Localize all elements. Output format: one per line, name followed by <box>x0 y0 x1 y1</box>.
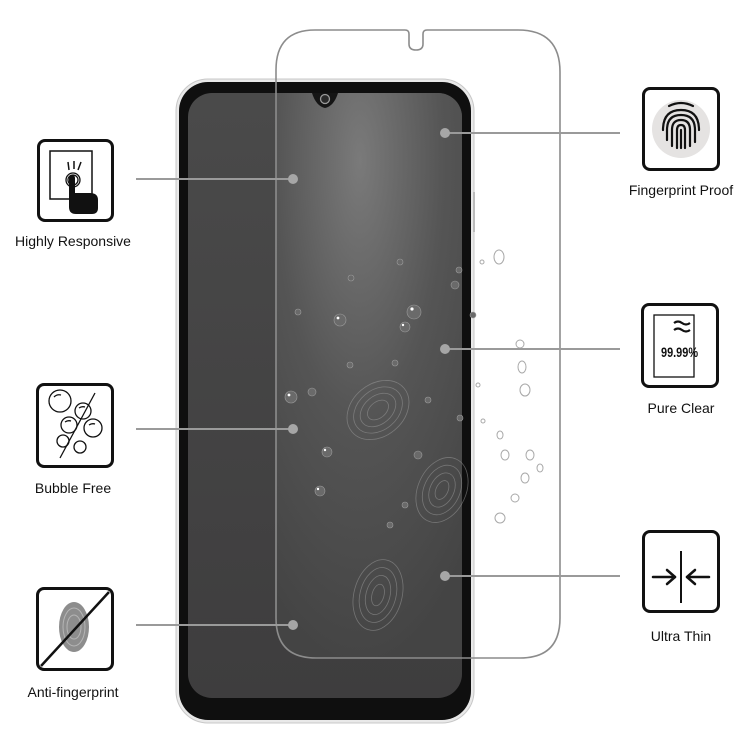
leader-dot-fingerprint-proof <box>440 128 450 138</box>
feature-label: Bubble Free <box>34 480 112 496</box>
leader-dot-highly-responsive <box>288 174 298 184</box>
bubbles-crossed-icon <box>36 383 114 468</box>
leader-dot-pure-clear <box>440 344 450 354</box>
touch-hand-icon <box>37 139 114 222</box>
leader-dot-bubble-free <box>288 424 298 434</box>
leader-line-ultra-thin <box>445 575 620 577</box>
fingerprint-smudges <box>346 380 469 631</box>
feature-label: Fingerprint Proof <box>628 182 734 198</box>
leader-line-fingerprint-proof <box>445 132 620 134</box>
leader-line-pure-clear <box>445 348 620 350</box>
leader-dot-ultra-thin <box>440 571 450 581</box>
leader-line-bubble-free <box>136 428 293 430</box>
glass-protector-outline <box>275 29 561 659</box>
feature-label: Highly Responsive <box>15 233 131 249</box>
feature-label: Pure Clear <box>647 400 715 416</box>
transparency-icon <box>641 303 719 388</box>
feature-label: Anti-fingerprint <box>27 684 119 700</box>
water-drops <box>284 249 544 529</box>
feature-label: Ultra Thin <box>650 628 712 644</box>
thin-arrows-icon <box>642 530 720 613</box>
purity-value: 99.99% <box>661 344 699 360</box>
leader-dot-anti-fingerprint <box>288 620 298 630</box>
fingerprint-crossed-icon <box>36 587 114 671</box>
leader-line-highly-responsive <box>136 178 293 180</box>
fingerprint-icon <box>642 87 720 171</box>
leader-line-anti-fingerprint <box>136 624 293 626</box>
